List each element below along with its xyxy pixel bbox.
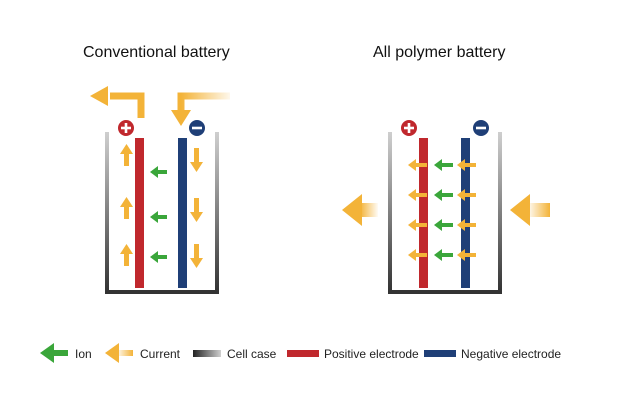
conventional-negative-electrode xyxy=(178,138,187,288)
polymer-current-out-arrow xyxy=(342,194,378,226)
legend-icons xyxy=(40,343,456,363)
legend-positive-electrode-icon xyxy=(287,350,319,357)
polymer-arrow-row-4 xyxy=(408,249,476,261)
polymer-cell-case xyxy=(388,132,502,294)
legend-cell-case-icon xyxy=(193,350,221,357)
conventional-battery xyxy=(90,86,230,294)
conventional-positive-electrode xyxy=(135,138,144,288)
polymer-arrow-row-1 xyxy=(408,159,476,171)
conventional-ion-arrows xyxy=(150,166,167,263)
polymer-negative-electrode xyxy=(461,138,470,288)
title-all-polymer-battery: All polymer battery xyxy=(373,44,506,61)
conventional-positive-terminal xyxy=(118,120,134,136)
conventional-internal-current-arrows xyxy=(120,144,203,268)
conventional-cell-case xyxy=(105,132,219,294)
legend-negative-electrode-icon xyxy=(424,350,456,357)
polymer-battery xyxy=(342,120,550,294)
legend-cell-case-label: Cell case xyxy=(227,347,277,361)
legend-positive-electrode-label: Positive electrode xyxy=(324,347,419,361)
polymer-negative-terminal xyxy=(473,120,489,136)
legend: Ion Current Cell case Positive electrode… xyxy=(0,338,620,372)
polymer-arrow-row-3 xyxy=(408,219,476,231)
polymer-internal-arrows xyxy=(408,159,476,261)
legend-ion-icon xyxy=(40,343,68,363)
legend-ion-label: Ion xyxy=(75,347,92,361)
polymer-current-in-arrow xyxy=(510,194,550,226)
conventional-negative-terminal xyxy=(189,120,205,136)
legend-current-icon xyxy=(105,343,133,363)
polymer-positive-terminal xyxy=(401,120,417,136)
legend-current-label: Current xyxy=(140,347,181,361)
polymer-positive-electrode xyxy=(419,138,428,288)
conventional-current-in-arrow xyxy=(171,92,230,126)
polymer-arrow-row-2 xyxy=(408,189,476,201)
title-conventional-battery: Conventional battery xyxy=(83,44,230,61)
legend-negative-electrode-label: Negative electrode xyxy=(461,347,562,361)
conventional-current-out-arrow xyxy=(90,86,145,118)
